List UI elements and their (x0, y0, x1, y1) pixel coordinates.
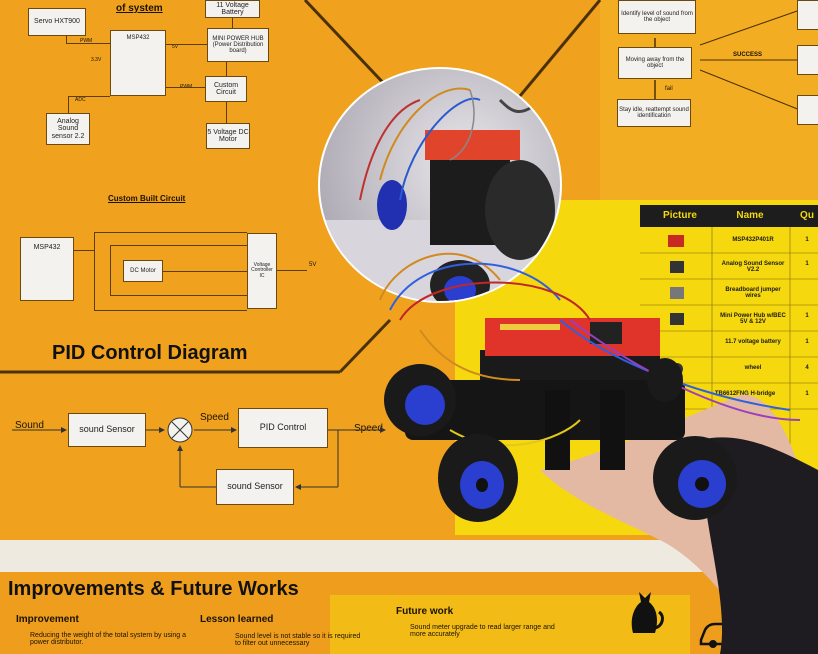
table-row: 11.7 voltage battery (725, 339, 781, 345)
custom-circuit-title: Custom Built Circuit (108, 194, 186, 203)
v5-label: 5V (172, 44, 179, 50)
custom-msp-box: MSP432 (20, 237, 74, 301)
msp432-box: MSP432 (110, 30, 166, 96)
improvement-title: Improvement (16, 614, 79, 625)
motor-box: 5 Voltage DC Motor (206, 123, 250, 149)
dc-motor-box: DC Motor (123, 260, 163, 282)
table-row-qty: 1 (805, 313, 809, 319)
flow-success-label: SUCCESS (733, 52, 763, 58)
table-row: Analog Sound Sensor V2.2 (721, 261, 785, 273)
future-text: Sound meter upgrade to read larger range… (410, 624, 555, 638)
parts-table-header (640, 205, 818, 227)
pwm-label-1: PWM (80, 38, 93, 44)
power-hub-box: MINI POWER HUB (Power Distribution board… (207, 28, 269, 62)
pid-feedback-sensor-box: sound Sensor (216, 469, 294, 505)
flow-box-identify: Identify level of sound from the object (618, 0, 696, 34)
pid-controller-box: PID Control (238, 408, 328, 448)
improvement-text: Reducing the weight of the total system … (30, 632, 187, 646)
table-row-qty: 1 (805, 391, 809, 397)
pid-input-label: Sound (15, 420, 44, 431)
table-row: MSP432P401R (732, 237, 774, 243)
table-row-qty: 1 (805, 261, 809, 267)
parts-header-qty: Qu (800, 210, 814, 221)
table-row-qty: 1 (805, 237, 809, 243)
table-row-qty: 4 (805, 365, 809, 371)
flow-fail-label: fail (665, 86, 673, 92)
battery-box: 11 Voltage Battery (205, 0, 260, 18)
lesson-text: Sound level is not stable so it is requi… (235, 633, 361, 647)
sound-sensor-box: Analog Sound sensor 2.2 (46, 113, 90, 145)
flow-box-edge-1 (797, 0, 818, 30)
pid-output-label: Speed (354, 423, 383, 434)
cat-icon (631, 592, 664, 633)
flow-box-idle: Stay idle, reattempt sound identificatio… (617, 99, 691, 127)
bottom-title: Improvements & Future Works (8, 578, 299, 600)
flow-box-edge-2 (797, 45, 818, 75)
servo-box: Servo HXT900 (28, 8, 86, 36)
v33-label: 3.3V (91, 57, 102, 63)
custom-circuit-box: Custom Circuit (205, 76, 247, 102)
pid-speed-label: Speed (200, 412, 229, 423)
table-row: Mini Power Hub w/BEC 5V & 12V (720, 313, 786, 325)
table-row: wheel (744, 365, 762, 371)
pid-sensor-box: sound Sensor (68, 413, 146, 447)
voltage-chip-box: Voltage Controller IC (247, 233, 277, 309)
flow-box-edge-3 (797, 95, 818, 125)
table-row: Breadboard jumper wires (725, 287, 781, 299)
pid-arrows (12, 427, 386, 490)
lesson-title: Lesson learned (200, 614, 274, 625)
flow-box-moving: Moving away from the object (618, 47, 692, 79)
pid-title: PID Control Diagram (52, 342, 248, 364)
parts-header-name: Name (736, 210, 764, 221)
future-title: Future work (396, 606, 454, 617)
system-diagram-heading: of system (116, 3, 163, 14)
adc-label: ADC (75, 97, 86, 103)
table-row-qty: 1 (805, 339, 809, 345)
parts-header-picture: Picture (663, 210, 697, 221)
summing-junction-icon (167, 417, 193, 443)
table-row: TB6612FNG H-bridge (714, 391, 776, 397)
custom-5v-label: 5V (309, 262, 317, 268)
